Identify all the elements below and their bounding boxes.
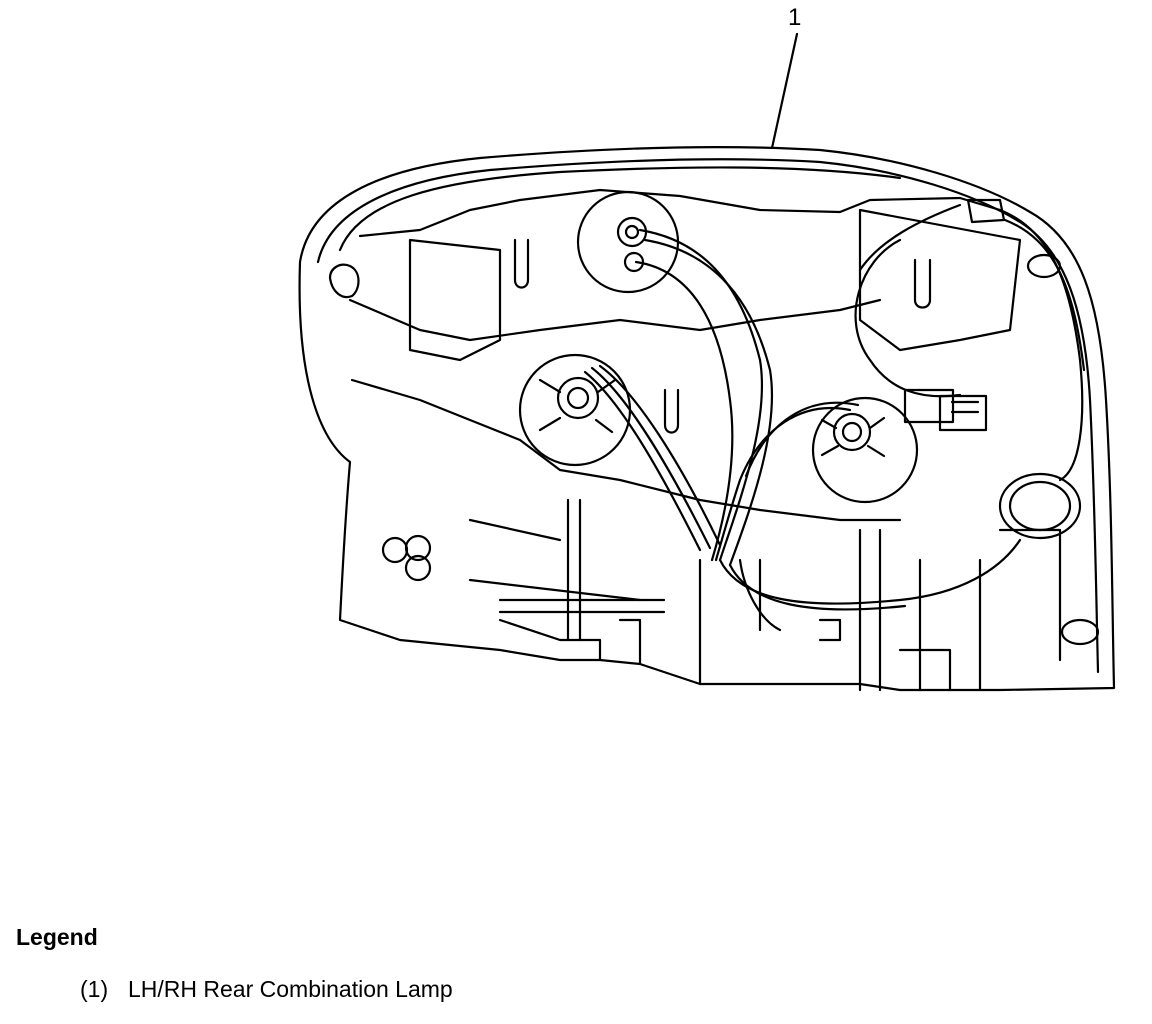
harness-connector <box>903 388 988 432</box>
lamp-housing-outline <box>298 146 1116 692</box>
callout-number: 1 <box>788 4 802 31</box>
legend-item: (1) LH/RH Rear Combination Lamp <box>80 976 453 1003</box>
legend-title: Legend <box>16 924 98 950</box>
bulb-socket-upper <box>576 190 680 294</box>
left-mount-tab <box>328 263 360 299</box>
reflector-slot-mid <box>663 388 680 434</box>
lower-housing-details <box>381 498 1062 692</box>
reflector-mid-body <box>348 298 882 342</box>
right-mount-hole-upper <box>1026 253 1062 279</box>
right-mount-hole-lower <box>1060 618 1100 646</box>
reflector-block-left <box>408 238 502 362</box>
reflector-slot-upper <box>513 238 530 289</box>
lamp-housing-inner-rim <box>316 158 1100 674</box>
callout-leader-line <box>770 32 799 150</box>
upper-clip <box>966 198 1006 224</box>
bulb-socket-right <box>811 396 919 504</box>
reflector-upper-body <box>358 188 1002 238</box>
housing-rim-line <box>338 166 902 252</box>
legend-item-ref: (1) <box>80 976 109 1002</box>
rear-combination-lamp-diagram <box>298 32 1116 692</box>
reflector-slot-right <box>913 258 932 309</box>
legend-item-label: LH/RH Rear Combination Lamp <box>128 976 453 1002</box>
reflector-block-right <box>858 208 1022 352</box>
wire-grommet <box>998 472 1082 540</box>
bulb-socket-left <box>518 353 632 467</box>
wiring-harness <box>583 203 1086 611</box>
reflector-lower-body <box>350 378 902 522</box>
